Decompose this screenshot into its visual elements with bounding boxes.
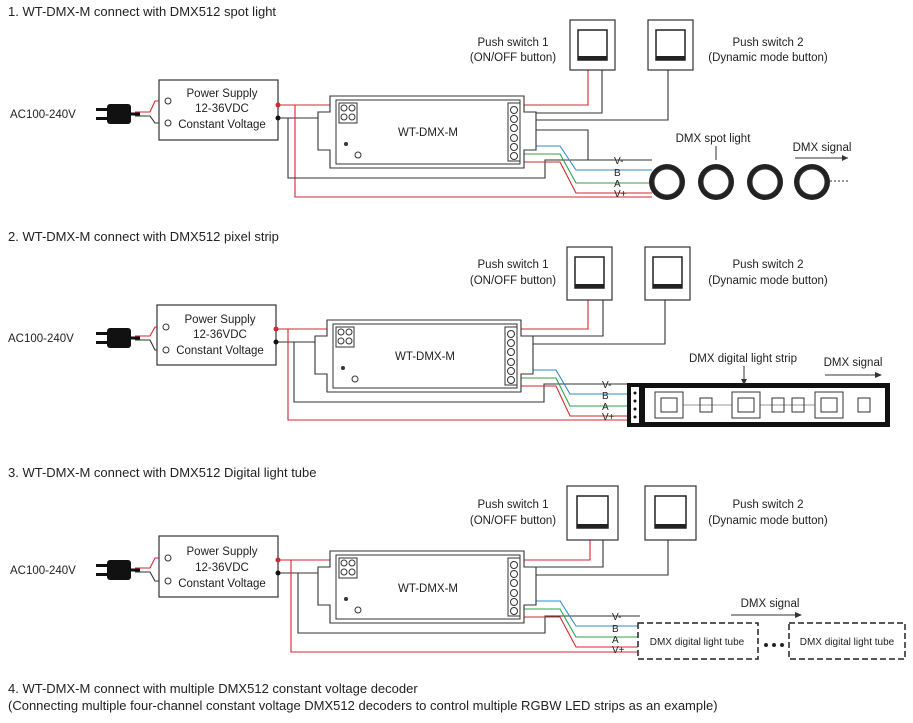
svg-text:B: B [602, 391, 609, 402]
svg-text:WT-DMX-M: WT-DMX-M [398, 127, 458, 139]
dmx-spot-lights [649, 164, 830, 200]
power-plug-icon [96, 104, 140, 124]
push-switch-2: Push switch 2 (Dynamic mode button) [644, 485, 828, 541]
push-switch-2: Push switch 2 (Dynamic mode button) [647, 19, 828, 71]
power-supply: Power Supply 12-36VDC Constant Voltage [158, 79, 281, 141]
svg-text:12-36VDC: 12-36VDC [195, 103, 249, 115]
svg-text:(Dynamic mode button): (Dynamic mode button) [708, 52, 828, 64]
svg-text:DMX digital light tube: DMX digital light tube [650, 637, 745, 648]
section-3-wires [135, 540, 669, 653]
ac-input-label: AC100-240V [10, 565, 76, 577]
svg-text:Constant Voltage: Constant Voltage [176, 345, 264, 357]
push-switch-1: Push switch 1 (ON/OFF button) [470, 485, 619, 541]
svg-text:V+: V+ [602, 412, 615, 423]
wire-label-vminus: V- [614, 156, 623, 167]
svg-text:Push switch 1: Push switch 1 [478, 37, 549, 49]
section-1-wires [135, 70, 850, 198]
power-plug-icon [96, 328, 140, 348]
svg-text:Power Supply: Power Supply [185, 314, 256, 326]
wire-label-vplus: V+ [614, 189, 627, 200]
dmx-digital-light-tube-1: DMX digital light tube [637, 622, 759, 660]
svg-text:Push switch 2: Push switch 2 [733, 499, 804, 511]
power-supply: Power Supply 12-36VDC Constant Voltage [158, 535, 281, 598]
section-2: 2. WT-DMX-M connect with DMX512 pixel st… [8, 229, 890, 427]
svg-text:Power Supply: Power Supply [187, 546, 258, 558]
signal-label: DMX signal [793, 142, 852, 154]
signal-label: DMX signal [741, 598, 800, 610]
dmx-digital-light-strip [627, 383, 890, 427]
dmx-digital-light-tube-2: DMX digital light tube [788, 622, 906, 660]
svg-text:DMX digital light tube: DMX digital light tube [800, 637, 895, 648]
ac-input-label: AC100-240V [10, 109, 76, 121]
svg-text:Push switch 1: Push switch 1 [478, 499, 549, 511]
section-3: 3. WT-DMX-M connect with DMX512 Digital … [8, 465, 906, 660]
svg-text:Push switch 2: Push switch 2 [733, 37, 804, 49]
wire-label-b: B [614, 168, 621, 179]
svg-text:(ON/OFF button): (ON/OFF button) [470, 275, 556, 287]
push-switch-2: Push switch 2 (Dynamic mode button) [644, 246, 828, 301]
svg-text:(Dynamic mode button): (Dynamic mode button) [708, 515, 828, 527]
section-4-heading: 4. WT-DMX-M connect with multiple DMX512… [8, 681, 418, 696]
section-4: 4. WT-DMX-M connect with multiple DMX512… [8, 681, 718, 713]
controller-wt-dmx-m: WT-DMX-M [317, 95, 537, 169]
svg-text:(ON/OFF button): (ON/OFF button) [470, 52, 556, 64]
wire-label-a: A [614, 179, 621, 190]
section-3-heading: 3. WT-DMX-M connect with DMX512 Digital … [8, 465, 317, 480]
signal-label: DMX signal [824, 357, 883, 369]
section-2-wires [135, 300, 666, 421]
controller-wt-dmx-m: WT-DMX-M [314, 319, 534, 393]
svg-text:WT-DMX-M: WT-DMX-M [398, 583, 458, 595]
section-1: 1. WT-DMX-M connect with DMX512 spot lig… [8, 4, 851, 200]
controller-wt-dmx-m: WT-DMX-M [317, 550, 537, 624]
svg-text:Constant Voltage: Constant Voltage [178, 119, 266, 131]
power-supply: Power Supply 12-36VDC Constant Voltage [156, 304, 279, 366]
svg-text:WT-DMX-M: WT-DMX-M [395, 351, 455, 363]
svg-text:Push switch 1: Push switch 1 [478, 259, 549, 271]
power-plug-icon [96, 560, 140, 580]
svg-text:(ON/OFF button): (ON/OFF button) [470, 515, 556, 527]
svg-text:V-: V- [612, 612, 621, 623]
svg-text:A: A [602, 402, 609, 413]
ac-input-label: AC100-240V [8, 333, 74, 345]
svg-text:B: B [612, 624, 619, 635]
device-label: DMX spot light [676, 133, 752, 145]
push-switch-1: Push switch 1 (ON/OFF button) [470, 19, 616, 71]
svg-text:V-: V- [602, 380, 611, 391]
ellipsis-dots [764, 643, 784, 647]
push-switch-1: Push switch 1 (ON/OFF button) [470, 246, 613, 301]
svg-text:Power Supply: Power Supply [187, 88, 258, 100]
svg-text:V+: V+ [612, 645, 625, 656]
svg-text:(Dynamic mode button): (Dynamic mode button) [708, 275, 828, 287]
section-2-heading: 2. WT-DMX-M connect with DMX512 pixel st… [8, 229, 279, 244]
svg-text:12-36VDC: 12-36VDC [193, 329, 247, 341]
device-label: DMX digital light strip [689, 353, 797, 365]
svg-text:A: A [612, 635, 619, 646]
section-4-subheading: (Connecting multiple four-channel consta… [8, 698, 718, 713]
section-1-heading: 1. WT-DMX-M connect with DMX512 spot lig… [8, 4, 276, 19]
svg-text:Push switch 2: Push switch 2 [733, 259, 804, 271]
svg-text:Constant Voltage: Constant Voltage [178, 578, 266, 590]
svg-text:12-36VDC: 12-36VDC [195, 562, 249, 574]
